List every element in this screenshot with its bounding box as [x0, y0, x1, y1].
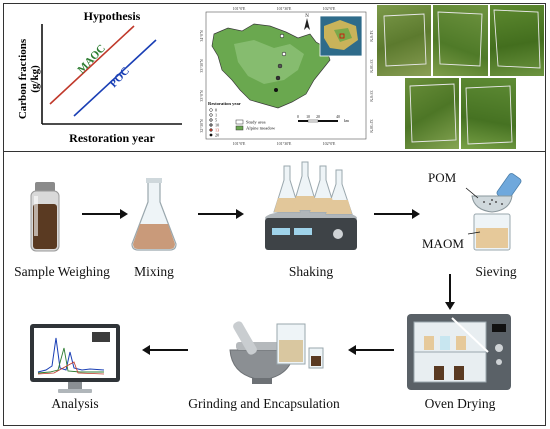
north-label: N: [305, 14, 309, 19]
lat-tick-right: 34°0'N: [369, 30, 374, 41]
step-label-analysis: Analysis: [51, 396, 99, 411]
arrow-icon: [445, 274, 455, 310]
field-photo: [404, 77, 460, 150]
shaker-icon: [265, 161, 357, 250]
process-illustrations: [30, 161, 522, 393]
field-photo: [460, 77, 517, 150]
legend-year: 20: [215, 133, 219, 138]
hypothesis-panel: Hypothesis Carbon fractions (g/kg) MAOC …: [4, 4, 194, 150]
legend-year: 13: [215, 128, 219, 133]
flask-icon: [131, 178, 177, 251]
hypothesis-chart: Hypothesis Carbon fractions (g/kg) MAOC …: [17, 9, 182, 145]
study-area-map: 101°0'E 101°30'E 102°0'E 101°0'E 101°30'…: [194, 4, 375, 150]
legend-years: 0 1 5 10 13 20: [209, 108, 219, 138]
arrow-icon: [82, 209, 128, 219]
step-label-mixing: Mixing: [134, 264, 174, 279]
step-label-shaking: Shaking: [288, 264, 334, 279]
lat-tick-left: 33°30'N: [199, 59, 204, 72]
study-area-swatch: [235, 119, 244, 125]
scale-tick: 0: [297, 115, 299, 119]
step-label-oven-drying: Oven Drying: [424, 396, 496, 411]
lon-tick-bottom: 102°0'E: [323, 141, 336, 146]
legend-year: 10: [215, 123, 219, 128]
legend-title: Restoration year: [208, 101, 241, 106]
lat-tick-left: 34°0'N: [199, 30, 204, 41]
lon-tick-top: 101°0'E: [233, 6, 246, 11]
process-panel: Sample Weighing Mixing Shaking Sieving O…: [4, 152, 545, 425]
arrow-icon: [348, 345, 394, 355]
sample-point: [279, 33, 285, 39]
sample-point: [281, 51, 287, 57]
maoc-line: [49, 25, 135, 105]
alpine-meadow-swatch: [235, 125, 244, 131]
sieve-label-pom: POM: [428, 170, 457, 185]
sieve-label-maom: MAOM: [422, 236, 464, 251]
beaker-icon: [276, 323, 324, 369]
legend-year: 5: [215, 118, 217, 123]
step-label-grinding-encapsulation: Grinding and Encapsulation: [188, 396, 340, 411]
sample-point: [275, 75, 281, 81]
poc-line: [73, 39, 157, 117]
lat-tick-left: 33°0'N: [199, 90, 204, 101]
hypothesis-ylabel-unit: (g/kg): [29, 65, 41, 93]
quadrat-frames: [383, 9, 541, 145]
scale-unit: km: [344, 119, 349, 123]
legend-year: 0: [215, 108, 217, 113]
scale-tick: 20: [316, 115, 320, 119]
hypothesis-title: Hypothesis: [84, 9, 141, 23]
legend-year: 1: [215, 113, 217, 118]
arrow-icon: [142, 345, 188, 355]
scale-tick: 40: [336, 115, 340, 119]
alpine-meadow-region: [234, 40, 304, 84]
oven-icon: [407, 314, 511, 390]
hypothesis-xlabel: Restoration year: [69, 131, 155, 145]
north-arrow-icon: [304, 18, 310, 30]
hypothesis-ylabel: Carbon fractions: [17, 38, 29, 119]
lon-tick-top: 101°30'E: [277, 6, 292, 11]
lon-tick-bottom: 101°30'E: [277, 141, 292, 146]
monitor-icon: [30, 324, 120, 393]
figure-frame: [3, 3, 546, 426]
lat-tick-right: 33°0'N: [369, 90, 374, 101]
lat-tick-left: 32°30'N: [199, 119, 204, 132]
poc-label: POC: [107, 65, 132, 90]
lon-tick-top: 102°0'E: [323, 6, 336, 11]
sieve-icon: [465, 173, 522, 251]
legend-alpine-meadow: Alpine meadow: [246, 126, 276, 131]
sample-point: [277, 63, 283, 69]
step-label-sample-weighing: Sample Weighing: [14, 264, 110, 279]
lat-tick-right: 33°30'N: [369, 59, 374, 72]
inset-highlight: [339, 33, 345, 39]
step-label-sieving: Sieving: [475, 264, 517, 279]
sample-jar-icon: [30, 182, 60, 252]
lat-tick-right: 32°30'N: [369, 119, 374, 132]
arrow-icon: [374, 209, 420, 219]
panel-divider: [3, 151, 546, 152]
scale-tick: 10: [306, 115, 310, 119]
arrow-icon: [198, 209, 244, 219]
sample-point: [274, 88, 278, 92]
map-panel: 101°0'E 101°30'E 102°0'E 101°0'E 101°30'…: [194, 4, 375, 150]
inset-region: [334, 28, 352, 42]
lon-tick-bottom: 101°0'E: [233, 141, 246, 146]
maoc-label: MAOC: [75, 42, 108, 76]
field-photos: [376, 4, 545, 150]
legend-study-area: Study area: [246, 120, 266, 125]
scale-bar: [298, 120, 308, 122]
